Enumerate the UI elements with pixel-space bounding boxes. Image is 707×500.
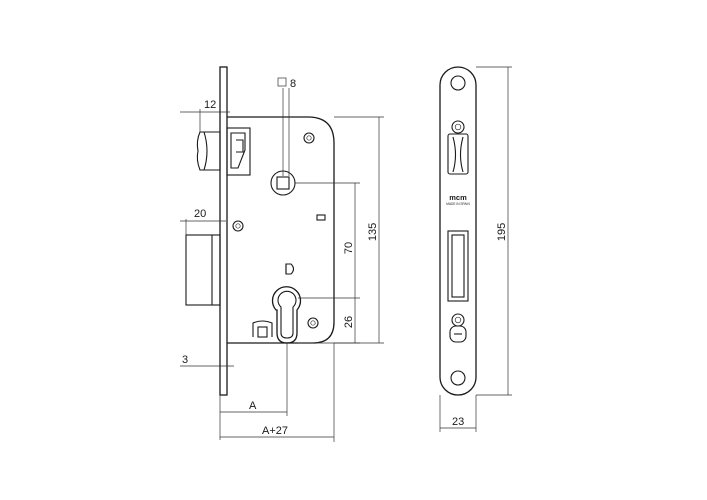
case-lever xyxy=(252,320,273,337)
side-dimensions: 8 12 20 3 70 26 135 A A+27 xyxy=(180,77,384,442)
dim-195: 195 xyxy=(496,223,508,241)
d-symbol xyxy=(285,263,295,275)
dim-3: 3 xyxy=(182,354,188,366)
dim-135: 135 xyxy=(367,223,379,241)
made-in-label: MADE IN SPAIN xyxy=(446,202,470,206)
latch-housing xyxy=(226,127,251,176)
square-spindle xyxy=(276,176,290,190)
dim-a-plus-27: A+27 xyxy=(262,425,288,437)
cylinder-hole xyxy=(271,286,302,344)
dim-70: 70 xyxy=(343,242,355,254)
deadbolt xyxy=(185,234,221,306)
dim-12: 12 xyxy=(204,99,216,111)
front-screw-top xyxy=(450,75,466,91)
screw xyxy=(232,220,244,232)
dim-23: 23 xyxy=(452,416,464,428)
front-screw-bottom xyxy=(450,370,466,386)
side-faceplate xyxy=(219,66,228,396)
front-deadbolt-window xyxy=(447,230,469,302)
front-cylinder-hardware xyxy=(449,313,467,343)
dim-a: A xyxy=(249,400,257,412)
dim-26: 26 xyxy=(343,316,355,328)
screw xyxy=(307,317,319,329)
case-slot xyxy=(316,214,326,221)
dim-20: 20 xyxy=(194,208,206,220)
brand-logo: mcm xyxy=(449,193,467,202)
lock-case xyxy=(227,116,335,344)
lock-side-view xyxy=(185,66,335,396)
front-dimensions: 195 23 xyxy=(439,66,512,432)
latch-bolt xyxy=(196,131,221,171)
lock-front-view: mcm MADE IN SPAIN xyxy=(439,66,477,396)
dim-8: 8 xyxy=(290,78,296,90)
screw xyxy=(303,132,315,144)
front-latch-window xyxy=(447,120,469,175)
front-faceplate xyxy=(439,66,477,396)
